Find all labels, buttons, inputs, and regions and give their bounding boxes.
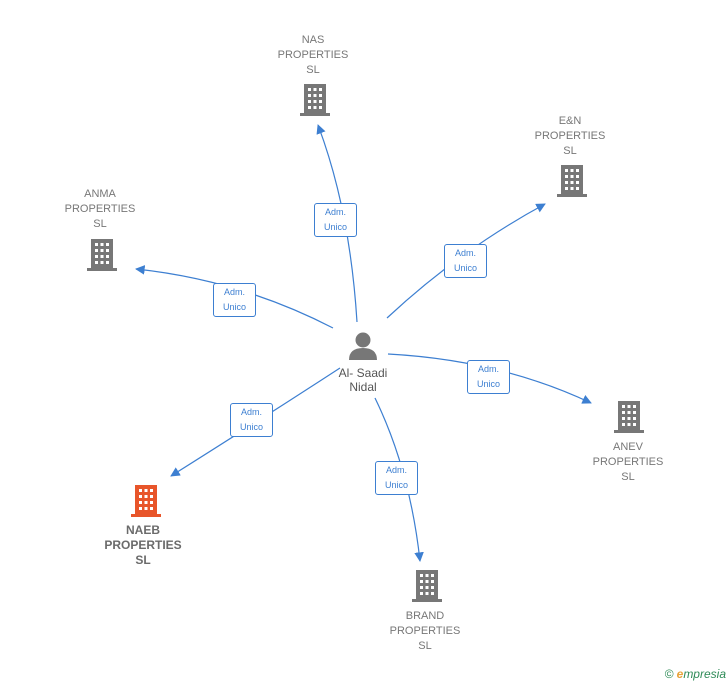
building-icon[interactable]	[131, 485, 161, 517]
edge-label-nas[interactable]: Adm. Unico	[314, 203, 357, 237]
edge-label-naeb[interactable]: Adm. Unico	[230, 403, 273, 437]
edge-label-anev[interactable]: Adm. Unico	[467, 360, 510, 394]
company-label-anma[interactable]: ANMA PROPERTIES SL	[64, 188, 136, 230]
building-icon[interactable]	[557, 165, 587, 197]
brand-initial: e	[676, 667, 684, 681]
company-label-nas[interactable]: NAS PROPERTIES SL	[277, 34, 349, 76]
copyright-symbol: ©	[664, 667, 674, 681]
company-label-brand[interactable]: BRAND PROPERTIES SL	[389, 610, 461, 652]
person-icon[interactable]	[349, 332, 377, 361]
person-name-label[interactable]: Al- Saadi Nidal	[338, 366, 388, 394]
edge-label-en[interactable]: Adm. Unico	[444, 244, 487, 278]
company-label-anev[interactable]: ANEV PROPERTIES SL	[592, 441, 664, 483]
brand-name: mpresia	[683, 667, 726, 681]
edge-label-brand[interactable]: Adm. Unico	[375, 461, 418, 495]
company-label-en[interactable]: E&N PROPERTIES SL	[534, 115, 606, 157]
building-icon[interactable]	[300, 84, 330, 116]
company-label-naeb[interactable]: NAEB PROPERTIES SL	[104, 523, 182, 567]
empresia-watermark: ©empresia	[665, 667, 726, 681]
building-icon[interactable]	[614, 401, 644, 433]
building-icon[interactable]	[412, 570, 442, 602]
edge-label-anma[interactable]: Adm. Unico	[213, 283, 256, 317]
building-icon[interactable]	[87, 239, 117, 271]
